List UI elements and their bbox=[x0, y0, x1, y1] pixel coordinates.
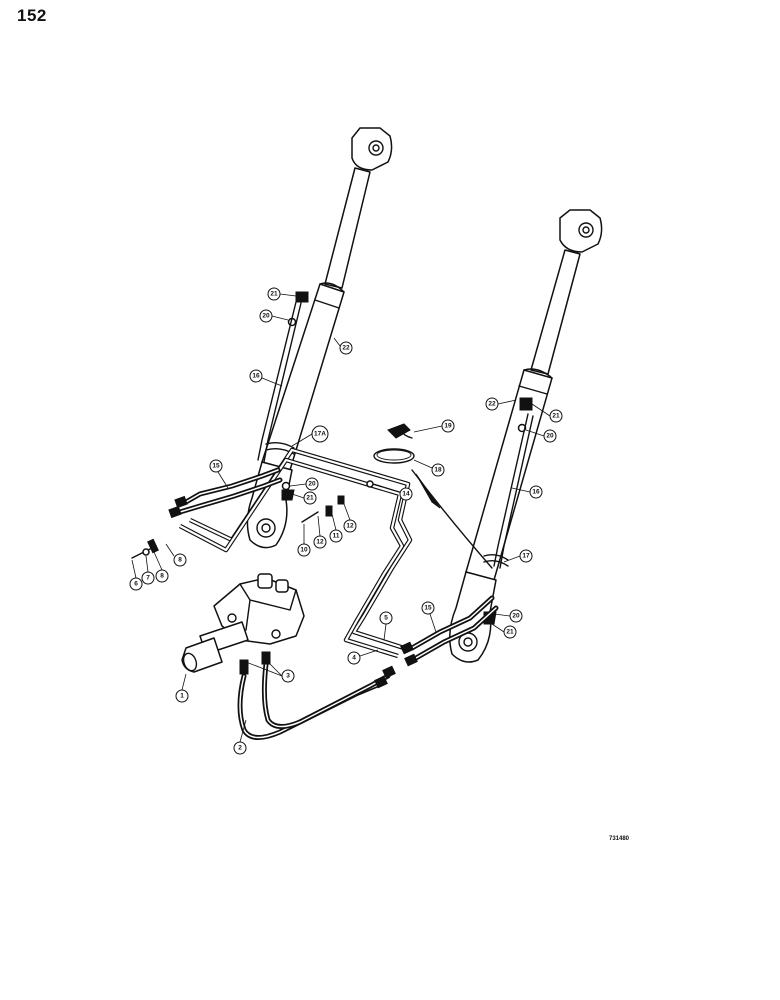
callout-21-c-label: 21 bbox=[552, 413, 560, 420]
callout-15-a-label: 15 bbox=[212, 463, 220, 470]
callout-3-label: 3 bbox=[286, 673, 290, 680]
callout-8-a: 8 bbox=[153, 551, 169, 583]
hose-clamp bbox=[373, 423, 493, 569]
callout-12-b: 12 bbox=[343, 503, 357, 533]
callout-21-a-label: 21 bbox=[270, 291, 278, 298]
callout-6-label: 6 bbox=[134, 581, 138, 588]
callout-20-b: 20 bbox=[289, 477, 319, 491]
callout-8-b-label: 8 bbox=[178, 557, 182, 564]
callout-22-a-label: 22 bbox=[342, 345, 350, 352]
callout-7-label: 7 bbox=[146, 575, 150, 582]
callout-20-c: 20 bbox=[525, 429, 557, 443]
right-lift-cylinder bbox=[449, 209, 603, 663]
callout-18-label: 18 bbox=[434, 467, 442, 474]
callout-8-b: 8 bbox=[165, 543, 187, 567]
callout-3: 3 bbox=[245, 659, 295, 683]
callout-16-a: 16 bbox=[249, 369, 283, 387]
hoses-2 bbox=[237, 651, 396, 740]
callout-16-a-label: 16 bbox=[252, 373, 260, 380]
callout-14-label: 14 bbox=[402, 491, 410, 498]
callout-1: 1 bbox=[175, 673, 189, 703]
callout-10-label: 10 bbox=[300, 547, 308, 554]
steel-tube-assembly bbox=[178, 447, 413, 659]
callout-20-d-label: 20 bbox=[512, 613, 520, 620]
callout-20-a-label: 20 bbox=[262, 313, 270, 320]
left-lift-cylinder bbox=[246, 127, 393, 549]
callout-11: 11 bbox=[329, 513, 343, 543]
callout-2: 2 bbox=[233, 719, 247, 755]
page-number: 152 bbox=[17, 6, 47, 25]
callout-4-label: 4 bbox=[352, 655, 356, 662]
callout-15-b-label: 15 bbox=[424, 605, 432, 612]
callout-5: 5 bbox=[379, 611, 393, 641]
callout-21-b-label: 21 bbox=[306, 495, 314, 502]
hoses-15-left bbox=[168, 467, 283, 519]
callout-22-b: 22 bbox=[485, 397, 517, 411]
callout-16-b-label: 16 bbox=[532, 489, 540, 496]
callout-20-d: 20 bbox=[493, 609, 523, 623]
callout-22-b-label: 22 bbox=[488, 401, 496, 408]
callout-17-label: 17 bbox=[522, 553, 530, 560]
callout-17a-label: 17A bbox=[314, 431, 326, 438]
callout-21-d: 21 bbox=[491, 623, 517, 639]
callout-22-a: 22 bbox=[333, 337, 353, 355]
callout-2-label: 2 bbox=[238, 745, 242, 752]
callout-19-label: 19 bbox=[444, 423, 452, 430]
callout-21-a: 21 bbox=[267, 287, 297, 301]
callout-17: 17 bbox=[503, 549, 533, 563]
callout-17a: 17A bbox=[291, 425, 329, 447]
callout-7: 7 bbox=[141, 555, 155, 585]
callout-21-b: 21 bbox=[291, 491, 317, 505]
callout-6: 6 bbox=[129, 559, 143, 591]
callout-20-b-label: 20 bbox=[308, 481, 316, 488]
callout-15-b: 15 bbox=[421, 601, 437, 633]
callout-18: 18 bbox=[413, 459, 445, 477]
callout-21-c: 21 bbox=[531, 403, 563, 423]
callout-14: 14 bbox=[373, 483, 413, 501]
callout-16-b: 16 bbox=[511, 485, 543, 499]
callout-12-a-label: 12 bbox=[316, 539, 324, 546]
callout-15-a: 15 bbox=[209, 459, 229, 489]
hoses-15-right bbox=[400, 595, 499, 667]
callout-4: 4 bbox=[347, 649, 379, 665]
loose-fittings bbox=[131, 480, 374, 559]
drawing-number: 731480 bbox=[609, 836, 630, 842]
callout-21-d-label: 21 bbox=[506, 629, 514, 636]
callout-10: 10 bbox=[297, 524, 311, 557]
callout-12-a: 12 bbox=[313, 515, 327, 549]
callout-19: 19 bbox=[413, 419, 455, 433]
callout-5-label: 5 bbox=[384, 615, 388, 622]
callout-12-b-label: 12 bbox=[346, 523, 354, 530]
callout-20-c-label: 20 bbox=[546, 433, 554, 440]
callout-8-a-label: 8 bbox=[160, 573, 164, 580]
callout-1-label: 1 bbox=[180, 693, 184, 700]
control-valve bbox=[181, 573, 305, 673]
callout-20-a: 20 bbox=[259, 309, 289, 323]
callout-11-label: 11 bbox=[333, 533, 340, 540]
